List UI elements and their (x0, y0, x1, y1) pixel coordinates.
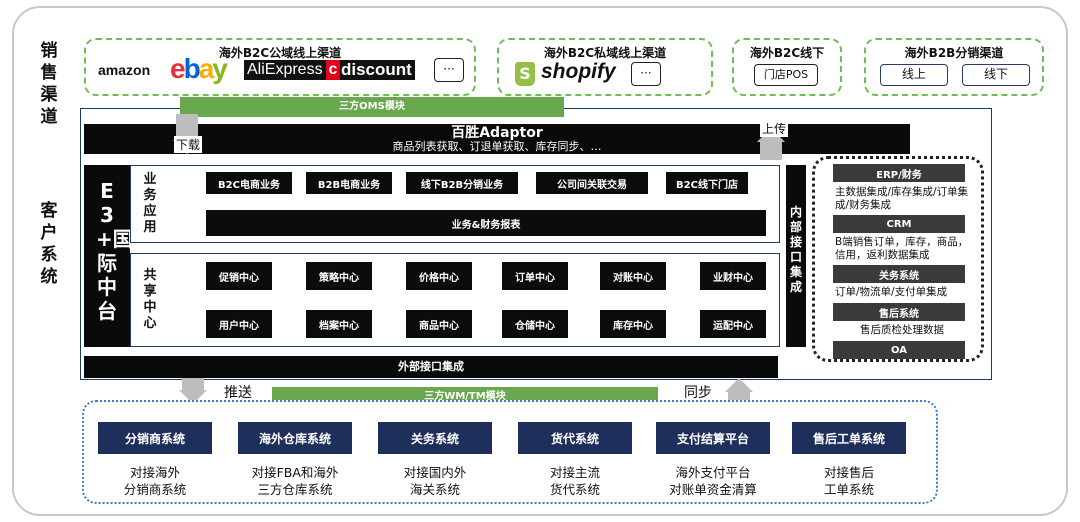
warehouse-center-button[interactable]: 仓储中心 (502, 310, 568, 338)
desc-line: 对接国内外 (403, 465, 467, 480)
upload-label: 上传 (760, 120, 789, 137)
archive-center-button[interactable]: 档案中心 (306, 310, 372, 338)
business-app-label: 业务应用 (143, 172, 157, 235)
desc-line: 海关系统 (409, 482, 460, 497)
b2b-online-button[interactable]: 线上 (880, 64, 948, 86)
promotion-center-button[interactable]: 促销中心 (206, 262, 272, 290)
b2b-channel-group: 海外B2B分销渠道 线上 线下 (864, 38, 1044, 96)
b2c-offline-channel-group: 海外B2C线下 门店POS (732, 38, 842, 96)
desc-line: 对接主流 (549, 465, 600, 480)
adaptor-title: 百胜Adaptor (451, 125, 543, 141)
shared-center-label: 共享中心 (143, 268, 157, 331)
more-channels-button[interactable]: ··· (434, 58, 464, 82)
internal-integration-bar: 内部接口集成 (786, 165, 806, 347)
freight-system-desc: 对接主流 货代系统 (510, 464, 640, 498)
after-sales-ticket-desc: 对接售后 工单系统 (784, 464, 914, 498)
store-pos-button[interactable]: 门店POS (754, 64, 818, 86)
strategy-center-button[interactable]: 策略中心 (306, 262, 372, 290)
b2b-ecommerce-button[interactable]: B2B电商业务 (306, 172, 392, 194)
overseas-warehouse-desc: 对接FBA和海外 三方仓库系统 (230, 464, 360, 498)
business-finance-center-button[interactable]: 业财中心 (700, 262, 766, 290)
price-center-button[interactable]: 价格中心 (406, 262, 472, 290)
customs-system-desc: 对接国内外 海关系统 (370, 464, 500, 498)
logistics-center-button[interactable]: 运配中心 (700, 310, 766, 338)
customs-system-button[interactable]: 关务系统 (378, 422, 492, 454)
order-center-button[interactable]: 订单中心 (502, 262, 568, 290)
erp-finance-header: ERP/财务 (833, 164, 965, 182)
reconciliation-center-button[interactable]: 对账中心 (600, 262, 666, 290)
desc-line: 对接售后 (823, 465, 874, 480)
intercompany-transaction-button[interactable]: 公司间关联交易 (536, 172, 648, 194)
sync-label: 同步 (684, 385, 712, 401)
upload-arrow-shaft (760, 142, 782, 160)
b2b-offline-button[interactable]: 线下 (962, 64, 1030, 86)
offline-b2b-distribution-button[interactable]: 线下B2B分销业务 (406, 172, 518, 194)
ebay-logo: ebay (170, 53, 228, 84)
b2c-ecommerce-button[interactable]: B2C电商业务 (206, 172, 292, 194)
b2b-channel-title: 海外B2B分销渠道 (904, 46, 1004, 60)
payment-settlement-platform-button[interactable]: 支付结算平台 (656, 422, 770, 454)
desc-line: 三方仓库系统 (257, 482, 333, 497)
b2c-private-channel-title: 海外B2C私域线上渠道 (543, 46, 667, 60)
erp-finance-text: 主数据集成/库存集成/订单集成/财务集成 (835, 186, 969, 211)
sales-channel-label: 销售渠道 (40, 41, 58, 127)
desc-line: 货代系统 (549, 482, 600, 497)
business-finance-report-button[interactable]: 业务&财务报表 (206, 210, 766, 236)
external-integration-bar: 外部接口集成 (84, 356, 778, 378)
customs-text: 订单/物流单/支付单集成 (835, 286, 948, 298)
amazon-logo: amazon (98, 62, 151, 78)
e3-platform-label: E3+国际中台 (84, 165, 133, 347)
overseas-warehouse-system-button[interactable]: 海外仓库系统 (238, 422, 352, 454)
download-label: 下载 (174, 136, 203, 153)
after-sales-ticket-system-button[interactable]: 售后工单系统 (792, 422, 906, 454)
shopify-bag-icon: S (515, 62, 535, 86)
distributor-system-desc: 对接海外 分销商系统 (90, 464, 220, 498)
customs-header: 关务系统 (833, 265, 965, 283)
push-arrow-shaft (182, 378, 204, 390)
desc-line: 工单系统 (823, 482, 874, 497)
desc-line: 对接海外 (129, 465, 180, 480)
download-arrow-shaft (176, 114, 198, 140)
customer-system-label: 客户系统 (40, 201, 58, 287)
push-label: 推送 (224, 385, 252, 401)
b2c-offline-store-button[interactable]: B2C线下门店 (666, 172, 748, 194)
b2c-offline-channel-title: 海外B2C线下 (749, 46, 825, 60)
more-private-channels-button[interactable]: ··· (631, 62, 661, 86)
distributor-system-button[interactable]: 分销商系统 (98, 422, 212, 454)
after-sales-header: 售后系统 (833, 303, 965, 321)
after-sales-text: 售后质检处理数据 (860, 324, 944, 336)
sync-arrow-icon (725, 378, 753, 392)
freight-system-button[interactable]: 货代系统 (518, 422, 632, 454)
desc-line: 对接FBA和海外 (251, 465, 339, 480)
oms-module-bar: 三方OMS模块 (180, 97, 564, 117)
crm-header: CRM (833, 215, 965, 233)
adaptor-subtitle: 商品列表获取、订退单获取、库存同步、… (392, 140, 602, 153)
desc-line: 海外支付平台 (675, 465, 751, 480)
erp-systems-panel: ERP/财务 主数据集成/库存集成/订单集成/财务集成 CRM B端销售订单，库… (812, 156, 984, 362)
b2c-public-channel-title: 海外B2C公域线上渠道 (218, 46, 342, 60)
inventory-center-button[interactable]: 库存中心 (600, 310, 666, 338)
desc-line: 对账单资金清算 (669, 482, 757, 497)
oa-header: OA (833, 341, 965, 359)
crm-text: B端销售订单，库存，商品，信用，返利数据集成 (835, 236, 969, 261)
product-center-button[interactable]: 商品中心 (406, 310, 472, 338)
desc-line: 分销商系统 (123, 482, 187, 497)
user-center-button[interactable]: 用户中心 (206, 310, 272, 338)
aliexpress-logo: AliExpress (244, 60, 326, 80)
b2c-private-channel-group: 海外B2C私域线上渠道 S shopify ··· (497, 38, 713, 96)
payment-settlement-desc: 海外支付平台 对账单资金清算 (648, 464, 778, 498)
shopify-logo: shopify (541, 60, 616, 83)
